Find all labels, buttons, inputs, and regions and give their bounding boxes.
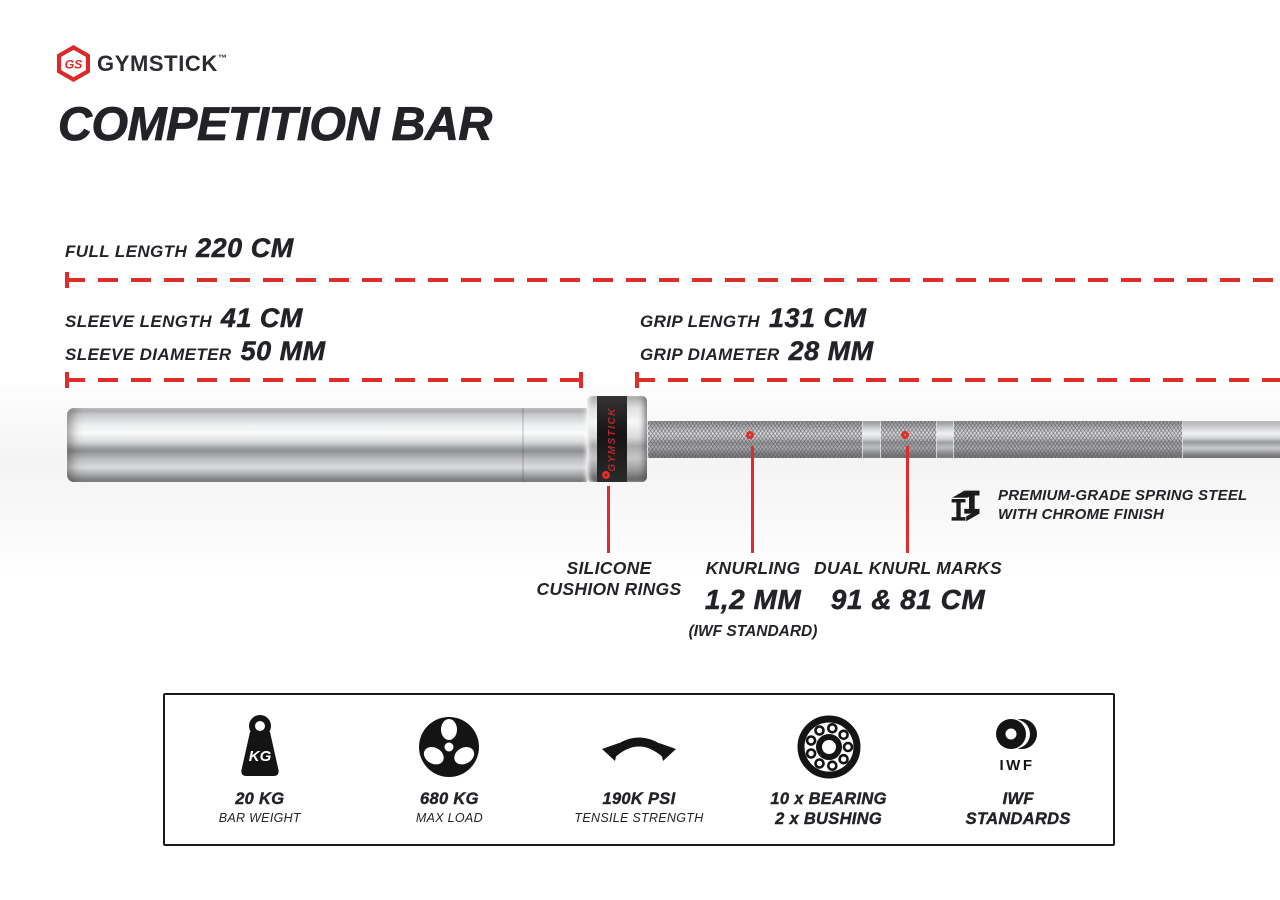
gymstick-hexagon-icon: GS: [57, 45, 90, 82]
brand-logo: GS GYMSTICK™: [57, 45, 228, 82]
spec-value: 190K PSI: [602, 790, 676, 808]
spec-iwf-standards: IWF IWF STANDARDS: [923, 695, 1113, 844]
spec-tensile-strength: 190K PSI TENSILE STRENGTH: [544, 695, 734, 844]
silicone-callout-line2: CUSHION RINGS: [536, 579, 682, 599]
silicone-cushion-ring-band: GYMSTICK: [597, 396, 627, 482]
full-length-label: FULL LENGTH: [65, 242, 188, 261]
barbell-collar: GYMSTICK: [587, 396, 647, 482]
svg-text:IWF: IWF: [1000, 757, 1035, 774]
weight-icon: KG: [241, 715, 279, 776]
spec-value: 20 KG: [235, 790, 285, 808]
dual-knurl-marker-circle: [901, 431, 909, 439]
spec-box: KG 20 KG BAR WEIGHT 680 KG MAX L: [163, 693, 1115, 846]
spec-value-2: 2 x BUSHING: [775, 810, 883, 828]
steel-beam-icon: [950, 490, 980, 522]
sleeve-length-value: 41 CM: [220, 303, 303, 334]
iwf-logo-icon: IWF: [996, 719, 1038, 774]
flex-arrow-icon: [601, 737, 676, 761]
brand-name: GYMSTICK: [97, 50, 218, 76]
bearing-icon: [797, 715, 861, 779]
band-brand-text: GYMSTICK: [606, 406, 618, 472]
full-length-value: 220 CM: [196, 233, 294, 264]
shaft-smooth-tip: [1183, 421, 1280, 458]
sleeve-length-dimension: SLEEVE LENGTH 41 CM: [65, 303, 303, 334]
silicone-callout: SILICONE CUSHION RINGS: [489, 558, 729, 600]
grip-length-value: 131 CM: [768, 303, 867, 334]
spec-label: BAR WEIGHT: [218, 811, 301, 825]
svg-text:GS: GS: [65, 57, 84, 71]
dual-knurl-callout-label: DUAL KNURL MARKS: [814, 558, 1002, 578]
spec-label: MAX LOAD: [415, 811, 483, 825]
dual-knurl-marker-line: [906, 446, 909, 553]
trademark-symbol: ™: [217, 52, 228, 63]
knurling-callout-note: (IWF STANDARD): [688, 623, 818, 640]
spec-bar-weight: KG 20 KG BAR WEIGHT: [165, 695, 355, 844]
grip-length-dimension: GRIP LENGTH 131 CM: [640, 303, 867, 334]
material-text: PREMIUM-GRADE SPRING STEEL WITH CHROME F…: [998, 486, 1247, 524]
material-line1: PREMIUM-GRADE SPRING STEEL: [998, 487, 1248, 504]
page-title: COMPETITION BAR: [58, 97, 493, 151]
spec-label: TENSILE STRENGTH: [574, 811, 704, 825]
grip-diameter-dimension: GRIP DIAMETER 28 MM: [640, 336, 874, 367]
knurl-section: [953, 421, 1183, 458]
sleeve-length-label: SLEEVE LENGTH: [65, 312, 212, 331]
spec-value: IWF: [1002, 790, 1034, 808]
grip-diameter-label: GRIP DIAMETER: [640, 345, 780, 364]
grip-length-label: GRIP LENGTH: [640, 312, 760, 331]
spec-bearings: 10 x BEARING 2 x BUSHING: [734, 695, 924, 844]
material-callout: PREMIUM-GRADE SPRING STEEL WITH CHROME F…: [948, 486, 1247, 526]
sleeve-measure-line: [65, 372, 583, 388]
silicone-marker-line: [607, 486, 610, 553]
sleeve-diameter-dimension: SLEEVE DIAMETER 50 MM: [65, 336, 326, 367]
plate-icon: [419, 717, 480, 777]
svg-text:KG: KG: [249, 748, 272, 765]
material-line2: WITH CHROME FINISH: [998, 506, 1165, 523]
dual-knurl-callout: DUAL KNURL MARKS 91 & 81 CM: [783, 558, 1033, 616]
knurling-marker-circle: [746, 431, 754, 439]
knurling-callout-value: 1,2 MM: [704, 584, 802, 616]
spec-value: 10 x BEARING: [770, 790, 887, 808]
grip-diameter-value: 28 MM: [788, 336, 874, 367]
dual-knurl-callout-value: 91 & 81 CM: [830, 584, 986, 616]
spec-max-load: 680 KG MAX LOAD: [355, 695, 545, 844]
knurling-marker-line: [751, 446, 754, 553]
spec-value-2: STANDARDS: [965, 810, 1071, 828]
knurling-callout: KNURLING 1,2 MM (IWF STANDARD): [653, 558, 853, 641]
brand-wordmark: GYMSTICK™: [97, 51, 228, 77]
full-length-measure-line: [65, 272, 1280, 288]
knurling-callout-label: KNURLING: [705, 558, 801, 578]
spec-value: 680 KG: [420, 790, 479, 808]
barbell-sleeve: [67, 408, 587, 482]
full-length-dimension: FULL LENGTH 220 CM: [65, 233, 294, 264]
grip-measure-line: [635, 372, 1280, 388]
barbell-shaft: [647, 421, 1280, 458]
knurl-section: [647, 421, 863, 458]
silicone-marker-circle: [602, 471, 610, 479]
sleeve-diameter-label: SLEEVE DIAMETER: [65, 345, 232, 364]
sleeve-seam: [522, 408, 524, 482]
silicone-callout-line1: SILICONE: [566, 558, 652, 578]
sleeve-diameter-value: 50 MM: [240, 336, 326, 367]
